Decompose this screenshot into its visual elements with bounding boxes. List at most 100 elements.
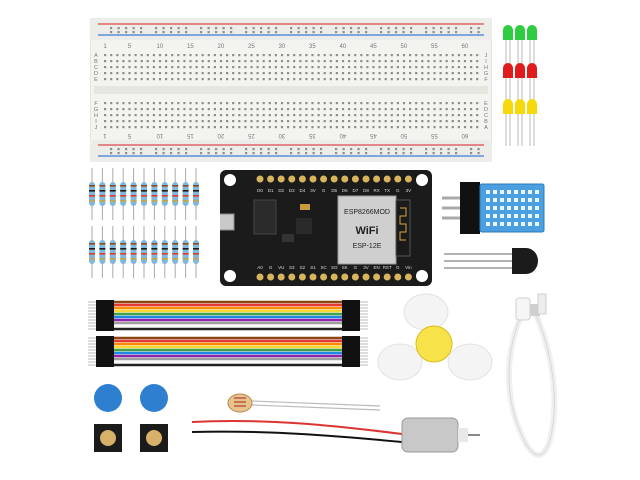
resistor-band [89,195,95,197]
breadboard-hole [226,126,229,129]
rail-hole [402,148,405,151]
breadboard-hole [354,72,357,75]
breadboard-hole [366,60,369,63]
resistor-band [172,185,179,187]
dht11-sensor [442,182,545,234]
breadboard-hole [390,102,393,105]
resistor-band [99,243,106,245]
rail-hole [275,152,278,155]
jumper-housing [342,339,360,343]
breadboard-hole [116,102,119,105]
pin-label: S2 [300,265,306,270]
breadboard-hole [140,72,143,75]
breadboard-hole [104,126,107,129]
breadboard-hole [238,66,241,69]
breadboard-hole [409,60,412,63]
breadboard-hole [396,108,399,111]
breadboard-hole [335,54,338,57]
jumper-housing [342,360,360,364]
breadboard-hole [402,114,406,117]
breadboard-hole [354,60,357,63]
rail-hole [155,27,158,30]
jumper-housing [96,312,114,316]
rail-hole [200,31,203,34]
breadboard-hole [195,114,198,117]
resistor-band [193,243,199,245]
pin-label: 3V [310,188,316,193]
breadboard-hole [244,108,247,111]
pin-label: G [396,188,400,193]
breadboard-hole [104,72,107,75]
pin-label: SK [342,265,348,270]
breadboard-hole [244,54,247,57]
breadboard-hole [287,66,290,69]
rail-hole [335,152,338,155]
breadboard-hole [317,114,320,117]
resistor-band [109,190,116,192]
breadboard-hole [470,108,473,111]
breadboard-hole [463,126,467,129]
breadboard-hole [165,72,168,75]
rail-hole [335,27,338,30]
breadboard-hole [219,78,223,81]
resistor-band [120,200,127,202]
breadboard-hole [110,66,113,69]
breadboard-hole [360,60,363,63]
rail-hole [432,152,435,155]
header-pin [298,175,306,183]
breadboard-hole [293,126,296,129]
breadboard-hole [219,60,223,63]
breadboard-hole [421,54,424,57]
rail-hole [185,27,188,30]
breadboard-hole [329,126,332,129]
header-pin [373,273,381,281]
breadboard-hole [110,108,113,111]
breadboard-hole [207,114,210,117]
breadboard-hole [183,114,186,117]
module-label-1: ESP8266MOD [344,209,390,216]
rail-hole [185,152,188,155]
vent-hole [521,198,525,202]
breadboard-hole [287,72,290,75]
column-number: 10 [157,44,164,50]
breadboard-hole [207,54,210,57]
breadboard-hole [195,66,198,69]
breadboard-hole [238,60,241,63]
breadboard-hole [427,102,430,105]
breadboard-hole [244,72,247,75]
breadboard-hole [390,60,393,63]
rail-hole [365,27,368,30]
breadboard-hole [311,108,314,111]
breadboard-hole [238,108,241,111]
breadboard-hole [232,120,235,123]
resistor-band [172,200,179,202]
vent-hole [521,222,525,226]
jumper-housing [342,306,360,310]
rail-hole [387,148,390,151]
breadboard-hole [366,114,369,117]
breadboard-hole [445,72,448,75]
breadboard-hole [457,114,460,117]
breadboard-hole [226,78,229,81]
rail-hole [177,148,180,151]
resistor-band [141,258,147,260]
breadboard-hole [457,60,460,63]
breadboard-hole [463,54,467,57]
pin-label: G [269,265,273,270]
breadboard-hole [201,78,204,81]
column-number: 60 [462,44,469,50]
breadboard-hole [195,78,198,81]
rail-hole [275,31,278,34]
breadboard-hole [299,78,302,81]
breadboard-hole [299,72,302,75]
column-number: 45 [370,44,377,50]
breadboard-hole [274,66,277,69]
breadboard-hole [146,126,149,129]
header-pin [351,273,359,281]
rail-hole [252,31,255,34]
breadboard-hole [323,120,326,123]
breadboard-hole [128,102,131,105]
rail-hole [350,27,353,30]
row-letter: A [484,125,488,131]
